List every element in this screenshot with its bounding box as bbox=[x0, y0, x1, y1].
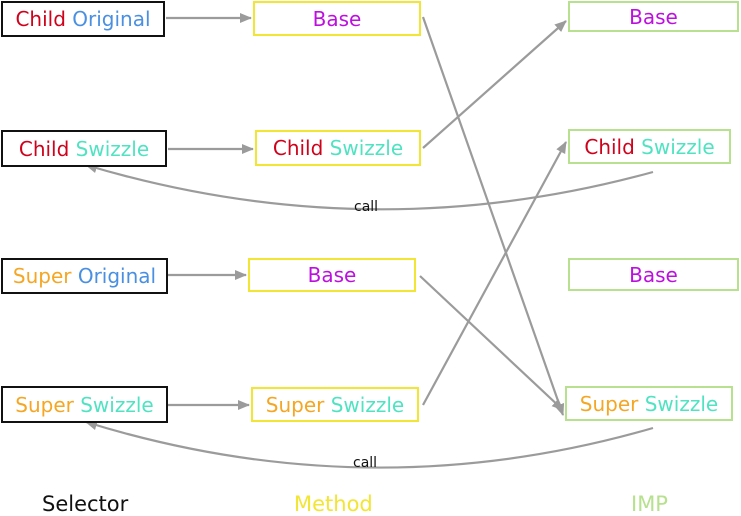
imp-label: Base bbox=[629, 4, 678, 29]
imp-label: Base bbox=[629, 262, 678, 287]
imp-class-word: Super bbox=[579, 391, 639, 416]
method-child-swizzle: Child Swizzle bbox=[255, 130, 421, 166]
imp-child-swizzle: Child Swizzle bbox=[568, 129, 731, 164]
method-class-word: Super bbox=[265, 392, 325, 417]
method-base-super: Base bbox=[248, 258, 416, 292]
selector-kind-word: Original bbox=[72, 7, 151, 31]
imp-base-super: Base bbox=[568, 258, 739, 291]
method-kind-word: Swizzle bbox=[330, 392, 405, 417]
imp-class-word: Child bbox=[584, 134, 635, 159]
selector-class-word: Super bbox=[15, 392, 74, 417]
column-title-imp: IMP bbox=[631, 492, 668, 516]
selector-super-original: Super Original bbox=[1, 258, 168, 294]
imp-kind-word: Swizzle bbox=[641, 134, 715, 159]
selector-super-swizzle: Super Swizzle bbox=[1, 386, 168, 423]
method-kind-word: Swizzle bbox=[329, 136, 404, 160]
selector-class-word: Child bbox=[18, 136, 70, 161]
call-curve-child bbox=[85, 163, 654, 211]
arrow-method-super-base-to-imp-super-swizzle bbox=[419, 275, 564, 411]
column-title-selector: Selector bbox=[42, 492, 129, 516]
column-title-method: Method bbox=[294, 492, 373, 516]
call-label-child: call bbox=[354, 199, 379, 215]
imp-kind-word: Swizzle bbox=[644, 391, 719, 416]
arrow-method-child-base-to-imp-super-swizzle bbox=[421, 16, 565, 416]
selector-child-original: Child Original bbox=[1, 1, 165, 37]
selector-class-word: Child bbox=[15, 7, 66, 31]
selector-class-word: Super bbox=[12, 264, 72, 288]
method-label: Base bbox=[312, 6, 362, 31]
selector-child-swizzle: Child Swizzle bbox=[1, 130, 167, 167]
method-class-word: Child bbox=[272, 136, 324, 160]
imp-base-child: Base bbox=[568, 1, 739, 32]
arrow-method-child-swizzle-to-imp-base bbox=[422, 20, 567, 149]
imp-super-swizzle: Super Swizzle bbox=[565, 386, 733, 421]
method-super-swizzle: Super Swizzle bbox=[251, 387, 419, 422]
selector-kind-word: Original bbox=[77, 264, 157, 288]
call-label-super: call bbox=[353, 455, 378, 471]
selector-kind-word: Swizzle bbox=[80, 392, 154, 417]
arrow-method-super-swizzle-to-imp-child-swizzle bbox=[422, 141, 567, 406]
method-base-child: Base bbox=[253, 1, 421, 36]
method-label: Base bbox=[307, 263, 357, 287]
call-curve-super bbox=[85, 420, 654, 469]
selector-kind-word: Swizzle bbox=[75, 136, 150, 161]
